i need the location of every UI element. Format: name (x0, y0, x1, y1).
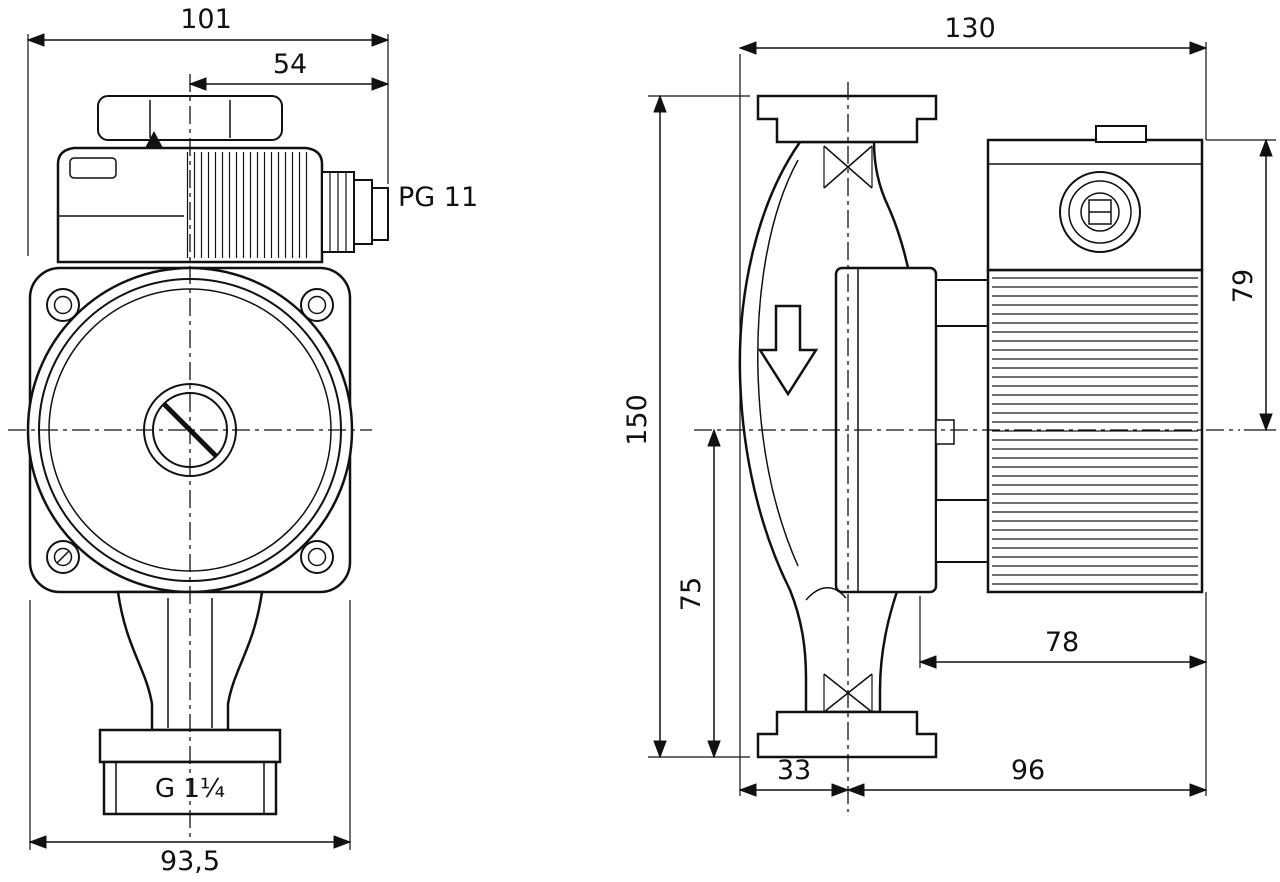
front-center-lines (8, 74, 372, 838)
front-view: PG 11 (8, 4, 478, 877)
motor-fins (992, 274, 1198, 588)
dim-bottom-width-label: 93,5 (160, 846, 220, 877)
dim-overall-depth: 130 (738, 13, 1208, 796)
bolt-hole (300, 540, 334, 574)
dim-motor-length-label: 78 (1045, 627, 1079, 658)
dim-port-to-port-label: 150 (622, 394, 653, 446)
flow-direction-arrow-icon (757, 304, 819, 397)
volute-cutwater (805, 587, 847, 601)
side-view: 130 150 75 79 78 33 96 (622, 13, 1276, 812)
motor-body (986, 268, 1204, 594)
dim-motor-length: 78 (918, 596, 1208, 669)
lantern-blocks (935, 279, 989, 563)
top-port-flange (756, 94, 938, 144)
dim-center-to-bottom-port-label: 75 (676, 577, 707, 611)
dim-overall-width: 101 (26, 4, 390, 256)
side-center-lines (694, 82, 1240, 812)
top-flange-x-mark (823, 145, 873, 189)
dim-overall-depth-label: 130 (944, 13, 996, 44)
dim-front-to-center: 33 (738, 755, 850, 797)
selector-knob (97, 95, 283, 148)
dim-center-to-gland-label: 54 (273, 49, 307, 80)
dim-port-to-port: 150 (622, 94, 750, 759)
dim-center-to-back-label: 96 (1011, 755, 1045, 786)
terminal-box-side (986, 125, 1204, 272)
knob-pointer-icon (145, 131, 163, 148)
volute-inner-curve (757, 159, 799, 567)
cable-gland (321, 171, 389, 253)
dim-top-to-center: 79 (1206, 138, 1276, 432)
cable-gland-label: PG 11 (398, 182, 478, 213)
dim-center-to-bottom-port: 75 (676, 428, 721, 759)
dim-bottom-width: 93,5 (28, 600, 352, 877)
dim-top-to-center-label: 79 (1228, 269, 1259, 303)
selector-knob-side (1059, 171, 1141, 253)
bottom-port-flange (756, 710, 938, 759)
bolt-hole (46, 540, 80, 574)
bolt-hole (46, 288, 80, 322)
dim-overall-width-label: 101 (180, 4, 232, 35)
dim-center-to-gland: 54 (188, 49, 390, 91)
bolt-hole (300, 288, 334, 322)
dim-center-to-back: 96 (846, 755, 1208, 797)
dim-front-to-center-label: 33 (777, 755, 811, 786)
terminal-box-ribs (186, 152, 312, 258)
